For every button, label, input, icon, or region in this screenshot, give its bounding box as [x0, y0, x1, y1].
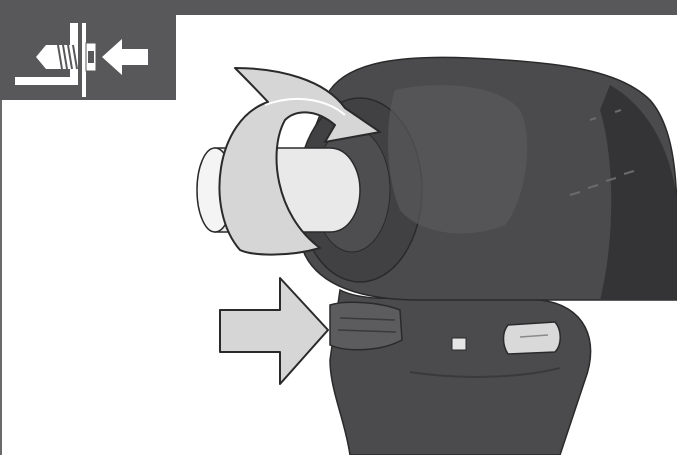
arrow-right-icon	[220, 278, 328, 384]
